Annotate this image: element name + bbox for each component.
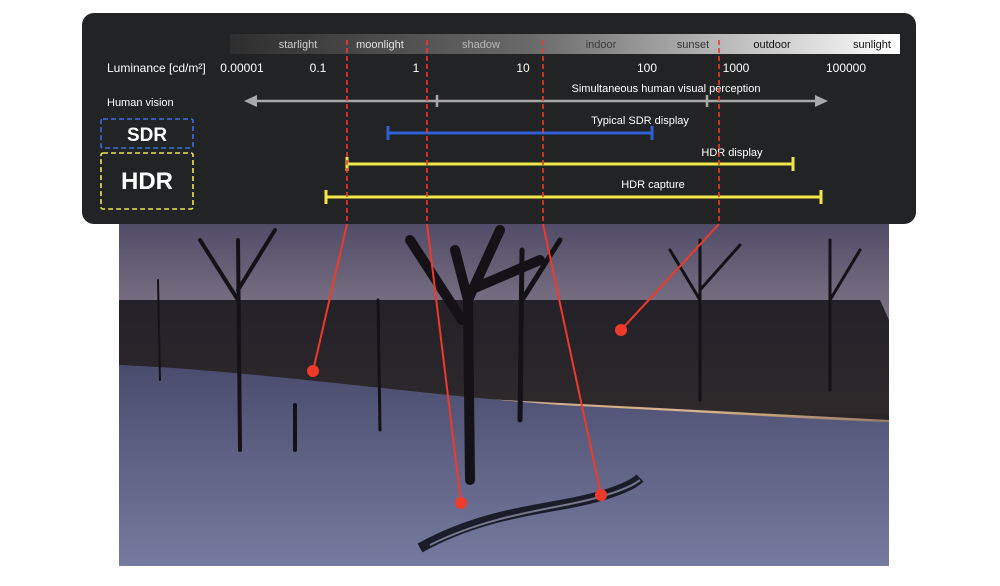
tick-label: 100000 xyxy=(826,61,866,75)
sdr-display-bar xyxy=(386,126,654,140)
scene-label-moonlight: moonlight xyxy=(356,39,404,51)
tick-label: 0.00001 xyxy=(220,61,264,75)
hdr-capture-bar xyxy=(324,190,823,204)
tick-label: 1 xyxy=(413,61,420,75)
marker-dot-moonlit-snow xyxy=(455,497,467,509)
row-label-human-vision: Human vision xyxy=(107,97,174,109)
marker-dot-starlight-region xyxy=(307,365,319,377)
diagram-panel xyxy=(82,13,916,224)
human-vision-bar-label: Simultaneous human visual perception xyxy=(572,83,761,95)
hdr-capture-bar-label: HDR capture xyxy=(621,179,685,191)
luminance-pointer-lines xyxy=(312,223,720,504)
winter-sunset-photo xyxy=(119,222,889,566)
luminance-axis-label: Luminance [cd/m²] xyxy=(107,61,206,75)
scene-label-sunset: sunset xyxy=(677,39,709,51)
row-label-hdr: HDR xyxy=(121,168,173,195)
sdr-display-bar-label: Typical SDR display xyxy=(591,115,689,127)
tick-label: 0.1 xyxy=(310,61,327,75)
hdr-label-box: HDR xyxy=(100,152,194,210)
scene-label-indoor: indoor xyxy=(586,39,617,51)
marker-dot-stream-reflection xyxy=(595,489,607,501)
tick-label: 100 xyxy=(637,61,657,75)
marker-dot-sunset-sky xyxy=(615,324,627,336)
row-label-sdr: SDR xyxy=(127,125,167,146)
scene-label-starlight: starlight xyxy=(279,39,318,51)
sdr-label-box: SDR xyxy=(100,118,194,149)
scene-brightness-strip xyxy=(230,34,900,54)
luminance-marker-lines xyxy=(346,40,720,224)
tick-label: 10 xyxy=(516,61,530,75)
scene-label-sunlight: sunlight xyxy=(853,39,891,51)
scene-label-shadow: shadow xyxy=(462,39,500,51)
hdr-display-bar-label: HDR display xyxy=(701,147,763,159)
scene-label-outdoor: outdoor xyxy=(753,39,791,51)
tick-label: 1000 xyxy=(723,61,750,75)
